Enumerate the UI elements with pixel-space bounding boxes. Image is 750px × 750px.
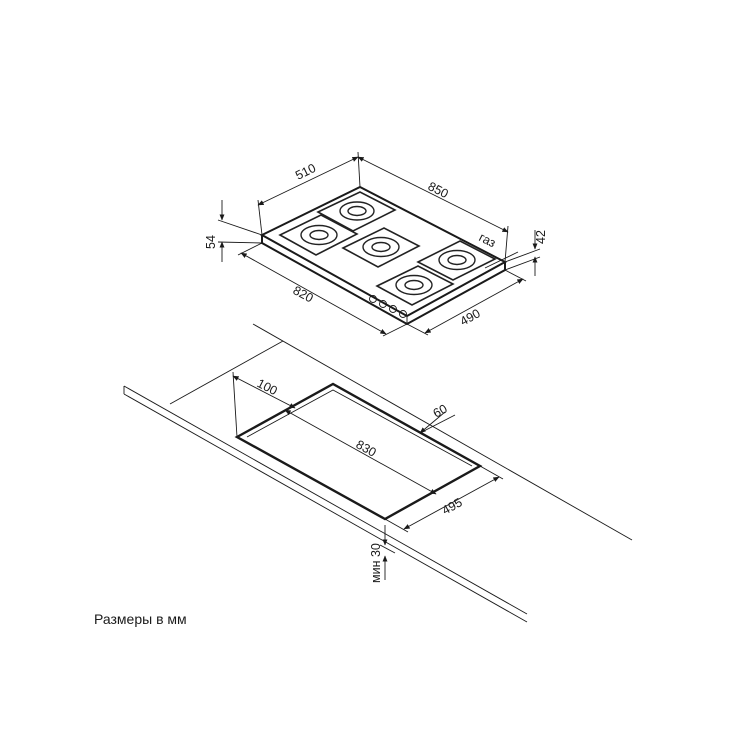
- dim-510-label: 510: [293, 161, 318, 183]
- burner-back-right: [416, 240, 497, 281]
- countertop-front-bottom-edge: [123, 393, 528, 623]
- burner-front-right: [375, 265, 455, 306]
- dim-60-label: 60: [431, 402, 450, 421]
- dim-100-label: 100: [255, 376, 280, 398]
- dim-42: 42: [504, 230, 548, 276]
- dim-min30: мин 30: [369, 525, 396, 583]
- countertop-drawing: 100 60 830 495 мин 30: [123, 323, 633, 623]
- countertop-back-edge: [252, 323, 633, 541]
- dim-60: 60: [419, 402, 456, 434]
- dim-830: 830: [284, 409, 437, 495]
- dim-820-label: 820: [291, 283, 316, 305]
- gas-label: газ: [477, 230, 499, 250]
- dim-54-label: 54: [204, 235, 218, 249]
- gas-inlet: газ: [477, 230, 519, 269]
- burner-front-left: [278, 214, 359, 256]
- dim-54: 54: [204, 200, 263, 262]
- dim-490-label: 490: [458, 306, 483, 328]
- units-caption: Размеры в мм: [94, 611, 187, 627]
- dim-min30-label: мин 30: [369, 543, 383, 583]
- countertop-front-top-edge: [123, 385, 528, 615]
- dim-495-label: 495: [440, 495, 465, 517]
- dim-850-label: 850: [426, 179, 451, 201]
- dim-830-label: 830: [354, 437, 379, 459]
- dim-42-label: 42: [534, 230, 548, 244]
- hob-drawing: 510 850 54 42 газ: [204, 151, 548, 337]
